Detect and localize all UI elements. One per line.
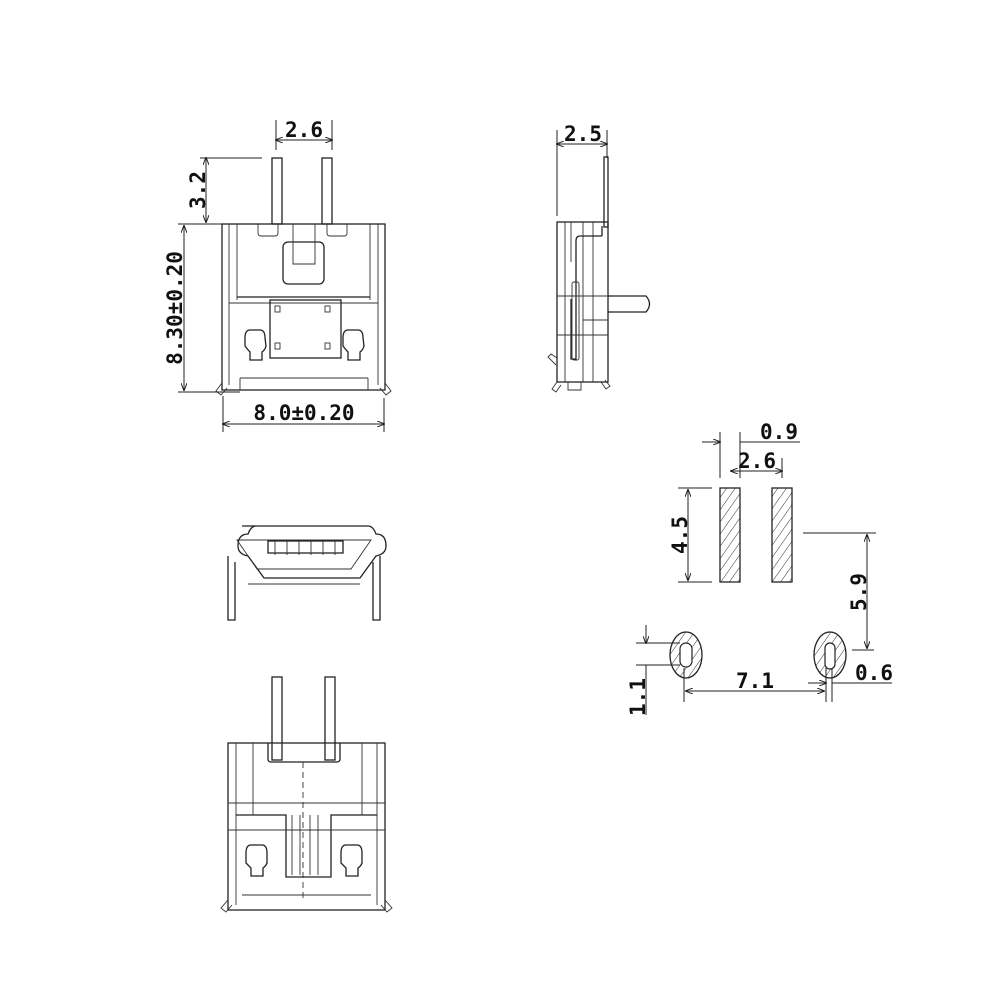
pad-right <box>771 487 793 583</box>
pad-left <box>719 487 741 583</box>
front-view: 2.6 3.2 8.30±0.20 8.0±0.20 <box>163 118 392 432</box>
dimension-depth: 2.5 <box>557 122 607 216</box>
side-view: 2.5 <box>547 122 651 393</box>
dimension-label: 0.6 <box>855 661 893 685</box>
dimension-label: 2.6 <box>738 449 776 473</box>
dimension-label: 1.1 <box>626 678 650 716</box>
dimension-label: 8.30±0.20 <box>163 251 187 365</box>
dimension-pin-length: 3.2 <box>186 158 262 222</box>
dimension-label: 0.9 <box>760 420 798 444</box>
dimension-pad-width: 0.9 <box>702 420 800 478</box>
bottom-view <box>220 676 393 913</box>
dimension-label: 4.5 <box>668 516 692 554</box>
pcb-footprint: 0.9 2.6 4.5 5.9 1.1 <box>626 420 893 716</box>
dimension-pin-pitch: 2.6 <box>276 118 332 150</box>
dimension-slot-width: 0.6 <box>808 661 893 702</box>
mounting-hole-right <box>813 631 847 679</box>
dimension-label: 2.5 <box>564 122 602 146</box>
mating-face-view <box>227 525 387 621</box>
dimension-pad-length: 4.5 <box>668 487 712 583</box>
dimension-width: 8.0±0.20 <box>223 396 384 432</box>
dimension-pad-pitch: 2.6 <box>731 449 782 478</box>
mounting-hole-left <box>669 631 703 679</box>
front-body <box>215 223 392 396</box>
dimension-label: 7.1 <box>736 669 774 693</box>
dimension-label: 3.2 <box>186 171 210 209</box>
dimension-label: 8.0±0.20 <box>253 401 354 425</box>
dimension-height: 8.30±0.20 <box>163 223 240 393</box>
dimension-hole-height: 1.1 <box>626 625 680 716</box>
dimension-pad-to-hole: 5.9 <box>803 532 876 651</box>
front-pins <box>271 157 333 225</box>
dimension-label: 2.6 <box>285 118 323 142</box>
dimension-hole-spacing: 7.1 <box>683 668 827 702</box>
dimension-label: 5.9 <box>847 573 871 611</box>
